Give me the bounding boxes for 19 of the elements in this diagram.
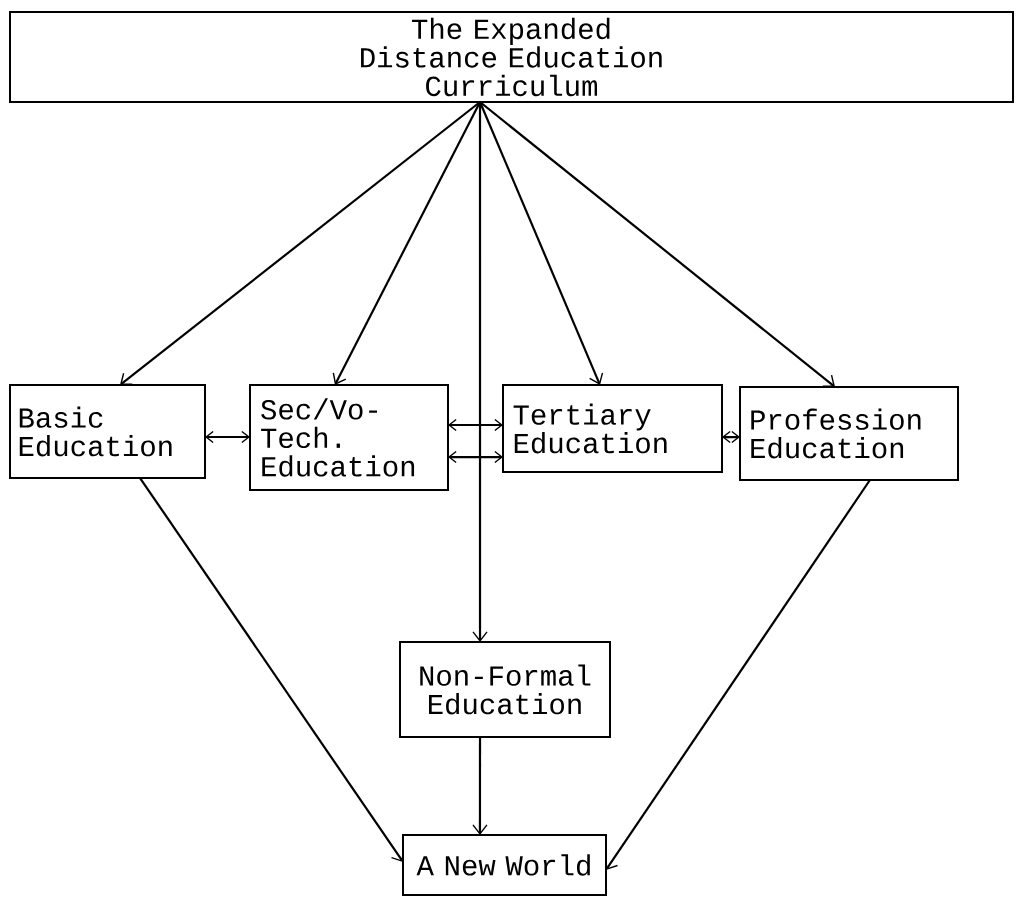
education-box: Basic Education [9, 384, 206, 479]
arrow [472, 737, 488, 835]
arrow [605, 479, 871, 870]
arrow [479, 101, 836, 387]
education-box: Sec/Vo-Tech. Education [249, 384, 449, 491]
arrow [472, 102, 488, 642]
education-box: Tertiary Education [502, 384, 723, 473]
title-box: The Expanded Distance Education Curriculum [9, 11, 1014, 103]
arrow [205, 430, 250, 444]
outcome-box: A New World [402, 834, 607, 896]
arrow [448, 450, 503, 464]
arrow [120, 101, 481, 385]
arrow [722, 430, 740, 444]
arrow [479, 101, 604, 385]
education-box: Non-Formal Education [399, 641, 611, 738]
arrow [448, 418, 503, 432]
education-box: Profession Education [739, 386, 959, 481]
arrow [139, 477, 404, 862]
arrow [332, 101, 481, 385]
